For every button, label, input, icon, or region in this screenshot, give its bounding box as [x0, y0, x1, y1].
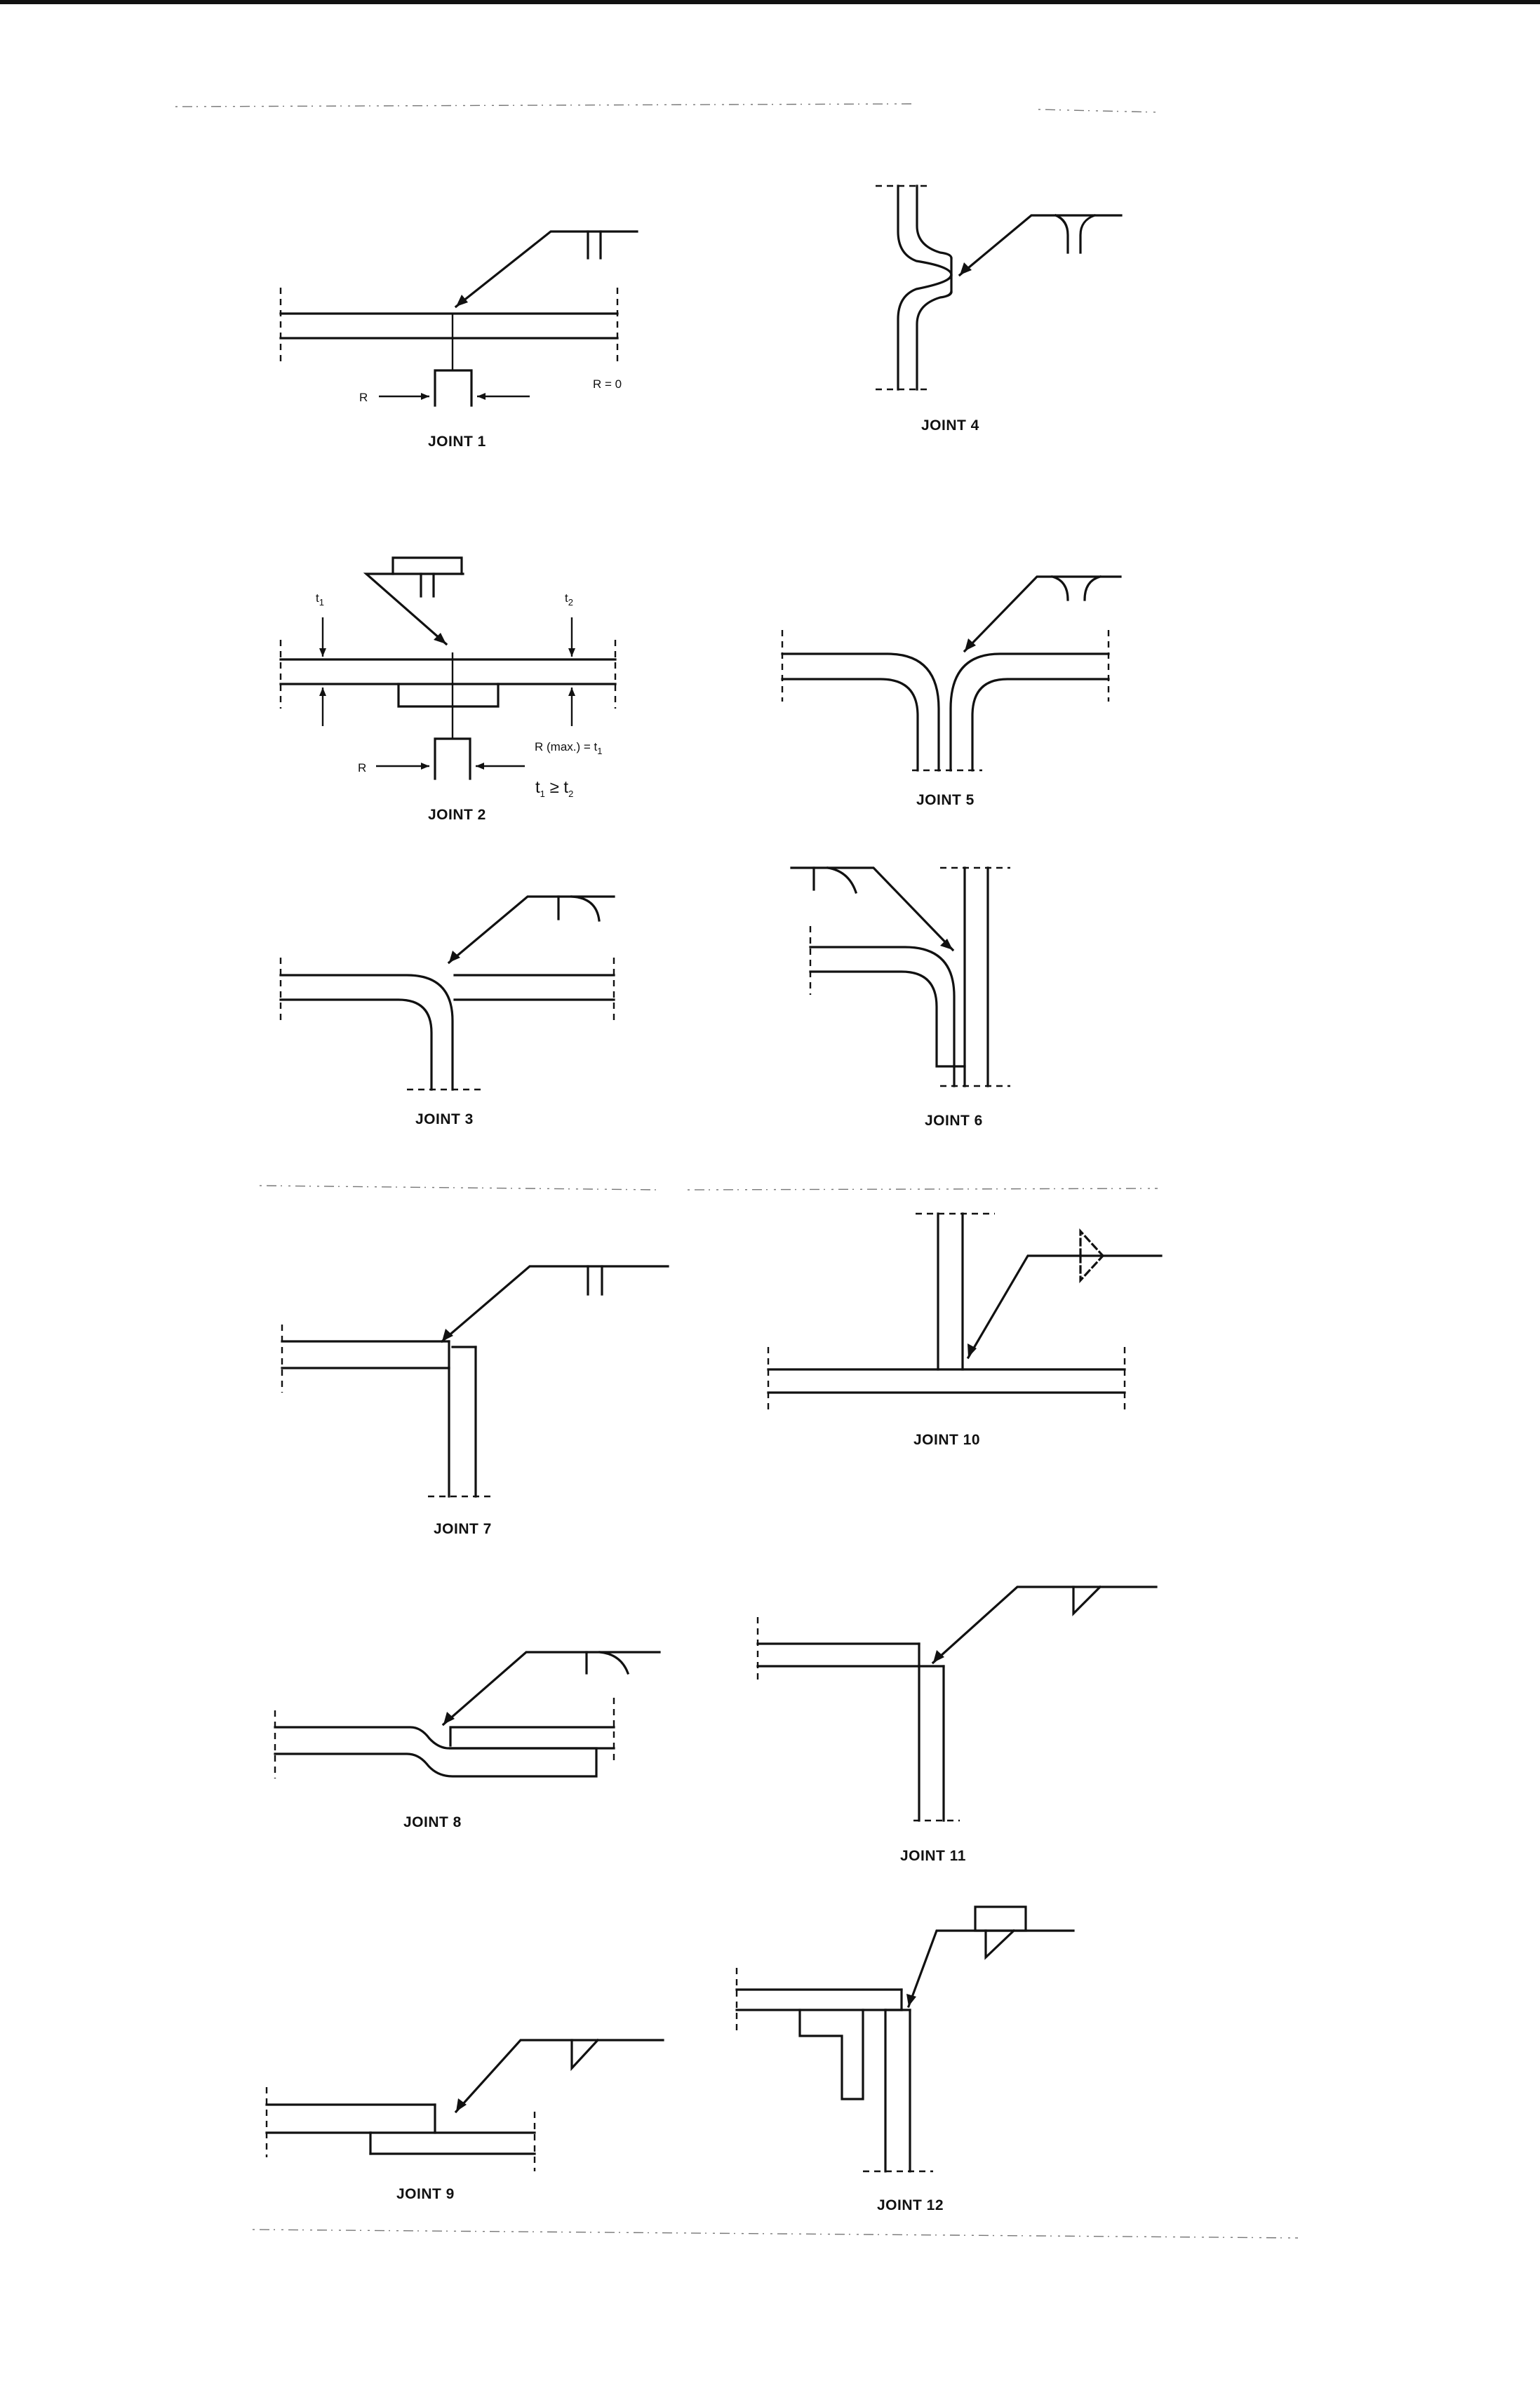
joint-9-caption: JOINT 9: [396, 2186, 455, 2202]
joint-11-caption: JOINT 11: [900, 1848, 966, 1864]
joint-4-weld-symbol: [958, 213, 1123, 277]
joint-8: JOINT 8: [274, 1651, 661, 1830]
joint-5: JOINT 5: [781, 575, 1122, 808]
joint-6: JOINT 6: [790, 866, 1010, 1129]
scan-artifacts: [175, 103, 1299, 2239]
joint-10-weld-symbol: [966, 1228, 1163, 1360]
joint-1-weld-symbol: [454, 230, 638, 309]
joint-2-t1-label: t1: [316, 591, 324, 608]
joint-7: JOINT 7: [281, 1265, 669, 1537]
joint-6-weld-symbol: [790, 866, 955, 952]
joint-2-root-label: R: [358, 761, 366, 775]
joint-8-weld-symbol: [441, 1651, 661, 1727]
joint-6-caption: JOINT 6: [925, 1113, 983, 1129]
joint-2-weld-symbol: [363, 556, 464, 646]
joint-3-weld-symbol: [447, 895, 615, 965]
joint-2: R t1 t2 R (max.) = t1 t1 ≥ t2 JOINT 2: [279, 556, 617, 823]
joint-5-caption: JOINT 5: [916, 792, 975, 808]
joint-3: JOINT 3: [279, 895, 615, 1127]
joint-9-weld-symbol: [454, 2038, 664, 2114]
joint-8-caption: JOINT 8: [403, 1814, 462, 1830]
joint-11: JOINT 11: [756, 1585, 1158, 1864]
joint-11-weld-symbol: [931, 1585, 1158, 1665]
joint-2-spec-label: R (max.) = t1: [535, 740, 603, 756]
joint-1-spec-label: R = 0: [593, 377, 622, 391]
joint-5-weld-symbol: [963, 575, 1122, 653]
joint-7-weld-symbol: [440, 1265, 669, 1343]
top-border: [0, 0, 1540, 4]
joint-10-caption: JOINT 10: [913, 1432, 980, 1448]
joint-1: R R = 0 JOINT 1: [279, 230, 638, 450]
joint-12-weld-symbol: [906, 1905, 1075, 2009]
joint-4-caption: JOINT 4: [921, 417, 979, 434]
joint-3-caption: JOINT 3: [415, 1111, 474, 1127]
joint-2-t2-label: t2: [565, 591, 573, 608]
joint-1-caption: JOINT 1: [428, 434, 486, 450]
joint-4: JOINT 4: [876, 185, 1123, 434]
joint-7-caption: JOINT 7: [434, 1521, 492, 1537]
joint-12-caption: JOINT 12: [877, 2197, 944, 2213]
joint-12: JOINT 12: [735, 1905, 1075, 2213]
joint-2-caption: JOINT 2: [428, 807, 486, 823]
joint-2-relation-label: t1 ≥ t2: [535, 778, 573, 799]
joint-9: JOINT 9: [265, 2038, 664, 2202]
joint-1-root-label: R: [359, 391, 368, 404]
joint-10: JOINT 10: [767, 1212, 1163, 1448]
